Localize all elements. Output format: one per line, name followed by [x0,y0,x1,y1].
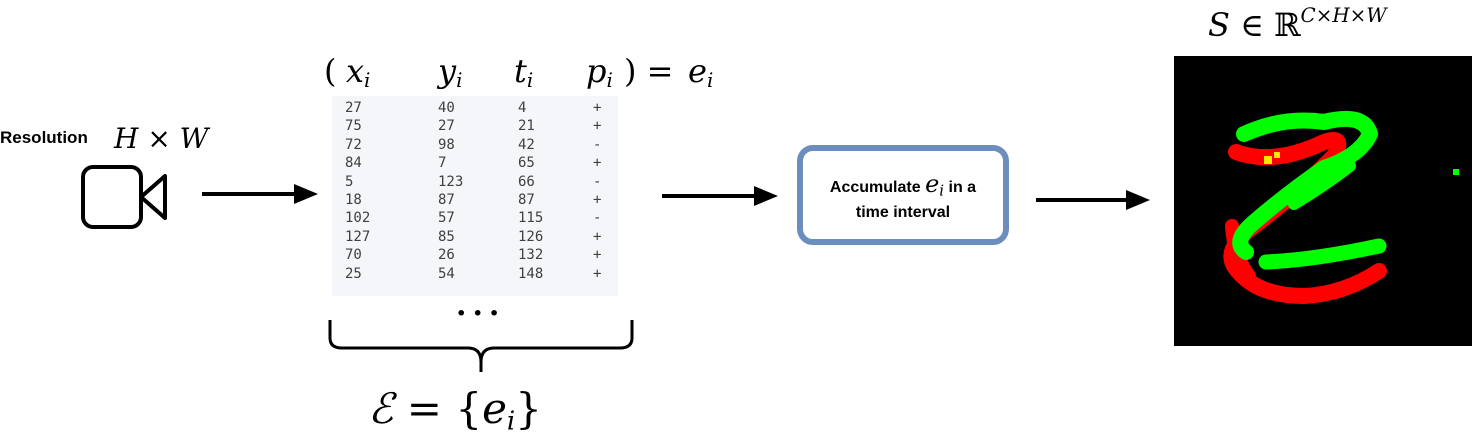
table-cell: 54 [438,265,455,282]
table-cell: 132 [518,247,544,264]
header-t: ti [514,52,534,92]
table-cell: + [593,118,602,135]
ellipsis: ··· [456,296,506,331]
header-x: xi [346,52,371,92]
event-set-formula: ℰ = {ei} [368,384,542,437]
table-cell: 26 [438,247,455,264]
set-equals: = { [393,384,483,433]
table-cell: 18 [345,192,362,209]
table-cell: - [593,173,602,190]
table-cell: 126 [518,228,544,245]
table-cell: 98 [438,136,455,153]
table-cell: 66 [518,173,535,190]
set-symbol: ℰ [368,384,394,433]
table-row: 127 85 126 + [345,228,613,246]
header-close-equals: ) = [624,52,674,90]
table-cell: + [593,228,602,245]
arrow-events-to-accumulate [662,186,778,206]
output-r: ℝ [1273,5,1301,44]
table-cell: 25 [345,265,362,282]
header-p: pi [586,52,613,92]
camera-icon [81,165,167,229]
table-row: 70 26 132 + [345,246,613,264]
output-dims: C×H×W [1300,4,1387,27]
table-cell: 148 [518,265,544,282]
event-table: 27 40 4 +75 27 21 +72 98 42 - 84 7 65 +5 123 66 - 18 87 87 +… [332,96,618,296]
table-cell: 27 [438,118,455,135]
output-in: ∈ [1229,5,1274,44]
header-open-paren: ( [324,52,337,90]
table-row: 5 123 66 - [345,173,613,191]
table-cell: + [593,192,602,209]
table-cell: 87 [518,192,535,209]
header-e: ei [688,52,714,92]
table-cell: 42 [518,136,535,153]
table-row: 102 57 115 - [345,209,613,227]
accumulate-math: ei [925,170,945,200]
table-cell: 4 [518,100,527,116]
table-cell: 40 [438,100,455,116]
table-cell: 84 [345,155,362,172]
table-cell: + [593,100,602,116]
output-formula: S ∈ ℝC×H×W [1208,4,1387,44]
event-tuple-header: ( xi yi ti pi ) = ei [324,52,744,92]
table-cell: 7 [438,155,447,172]
table-row: 27 40 4 + [345,99,613,117]
resolution-label: Resolution [0,128,88,147]
arrow-accumulate-to-output [1036,190,1150,210]
output-s: S [1208,5,1230,44]
header-y: yi [438,52,463,92]
table-row: 84 7 65 + [345,154,613,172]
table-cell: 102 [345,210,371,227]
arrow-camera-to-events [202,184,318,204]
table-row: 72 98 42 - [345,136,613,154]
table-cell: + [593,247,602,264]
table-cell: + [593,155,602,172]
table-cell: 123 [438,173,464,190]
event-frame-image [1174,56,1472,346]
table-cell: 87 [438,192,455,209]
table-cell: 85 [438,228,455,245]
curly-brace [328,320,634,372]
accumulate-line2: time interval [855,203,951,221]
table-cell: 65 [518,155,535,172]
table-cell: 57 [438,210,455,227]
table-cell: 72 [345,136,362,153]
accumulate-label: Accumulate [829,179,921,196]
resolution-math: H × W [114,122,209,155]
table-cell: 21 [518,118,535,135]
table-cell: 70 [345,247,362,264]
table-cell: 27 [345,100,362,116]
table-cell: - [593,210,602,227]
accumulate-box: Accumulate ei in a time interval [797,145,1009,245]
accumulate-suffix: in a [948,179,977,196]
table-cell: 5 [345,173,354,190]
table-cell: 115 [518,210,544,227]
table-cell: 127 [345,228,371,245]
table-row: 18 87 87 + [345,191,613,209]
table-row: 25 54 148 + [345,265,613,283]
table-cell: - [593,136,602,153]
table-cell: + [593,265,602,282]
table-row: 75 27 21 + [345,117,613,135]
table-cell: 75 [345,118,362,135]
set-close: } [515,384,542,433]
set-element: ei [482,384,516,437]
